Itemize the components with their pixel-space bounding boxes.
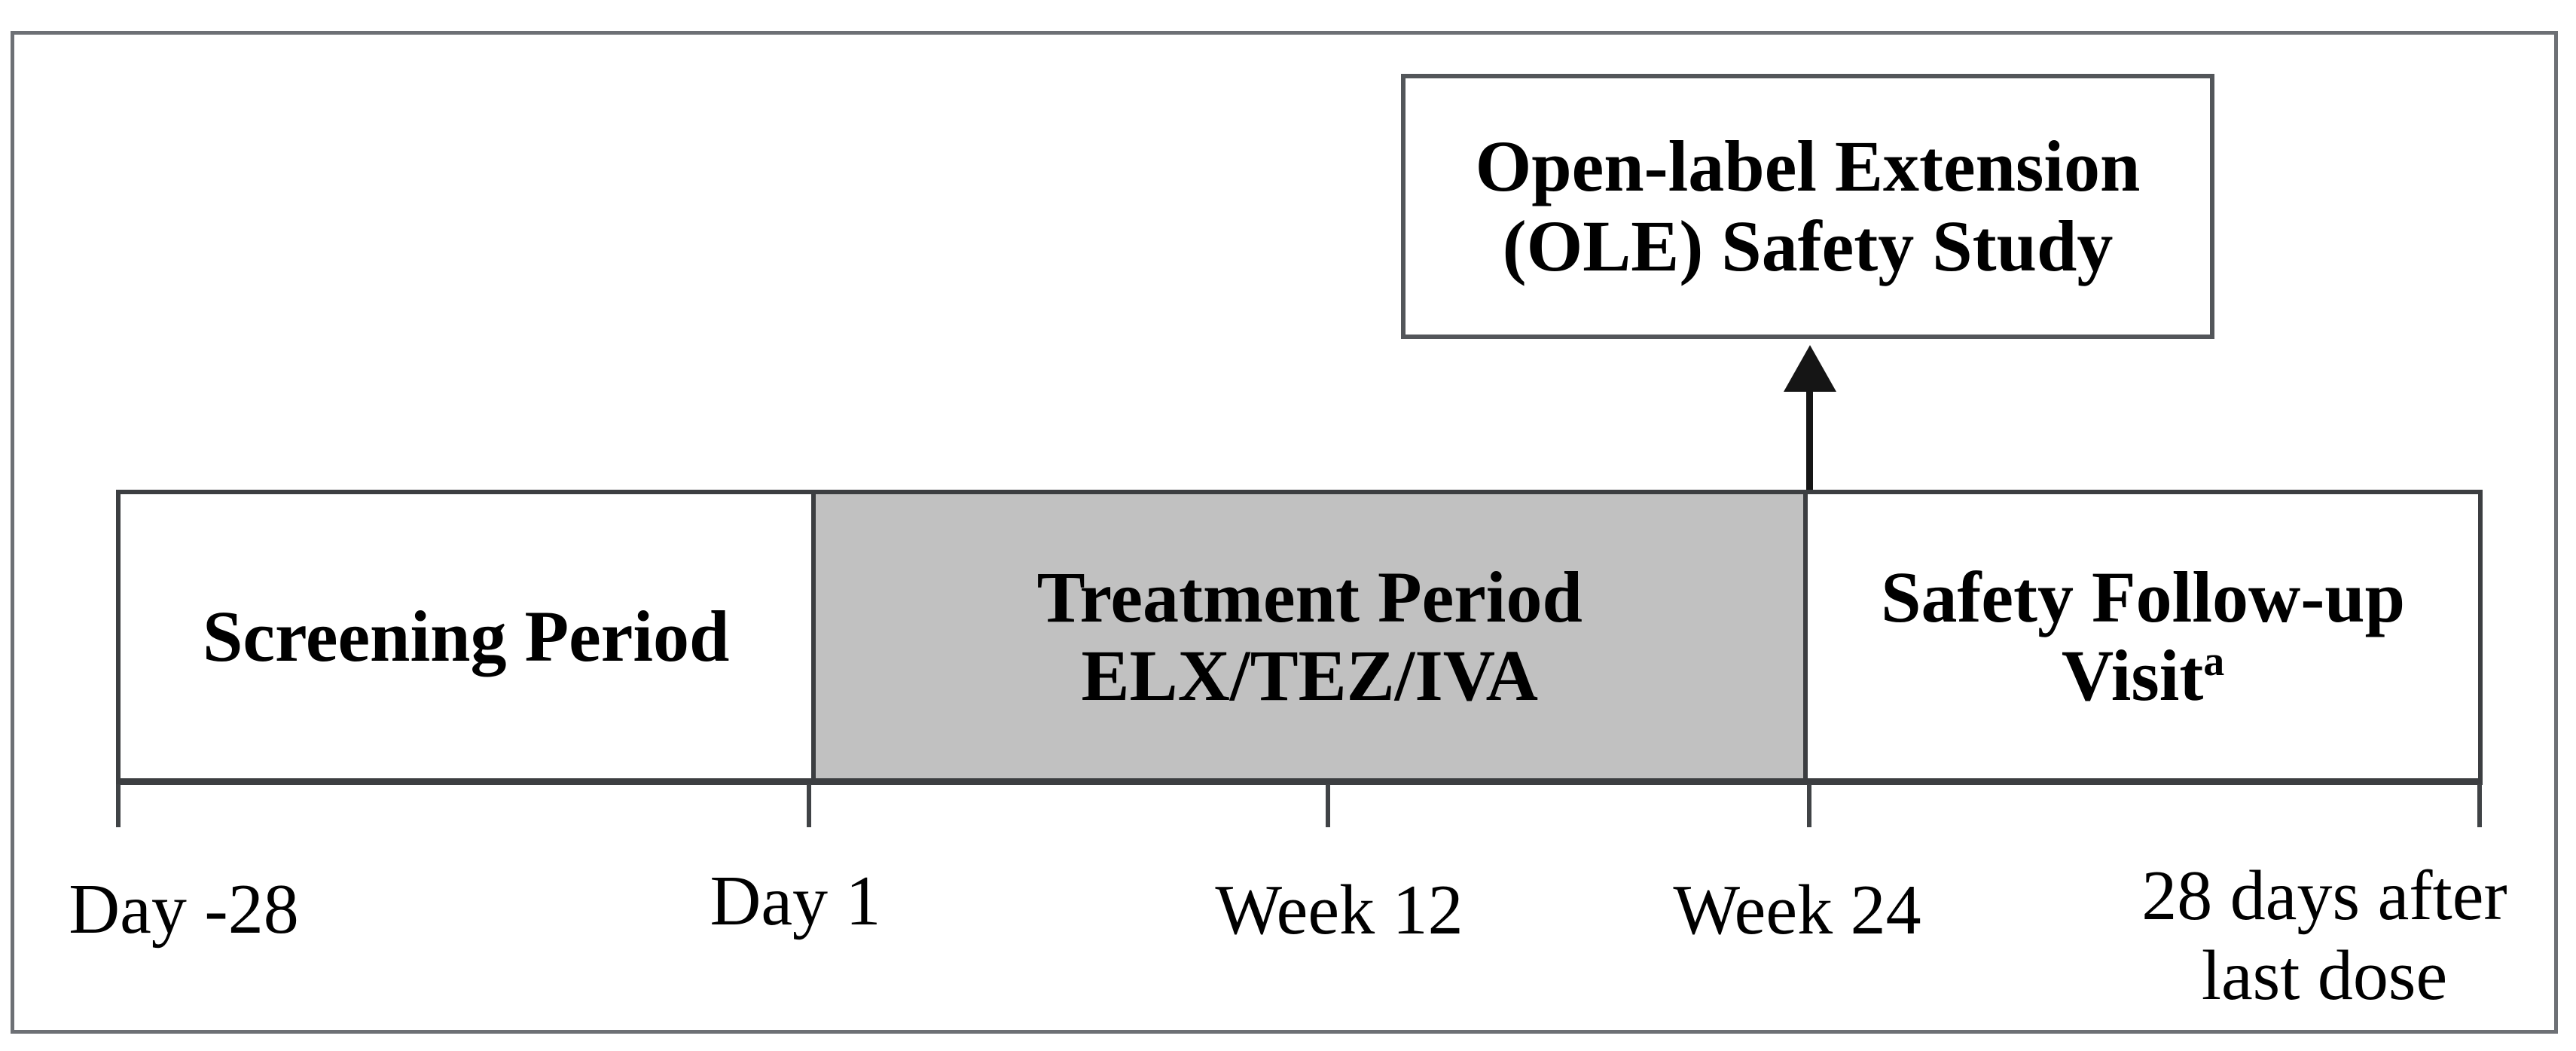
ole-extension-box: Open-label Extension (OLE) Safety Study: [1401, 74, 2214, 339]
segment-treatment-period: Treatment Period ELX/TEZ/IVA: [811, 494, 1808, 778]
safety-followup-label-line1: Safety Follow-up: [1881, 556, 2406, 637]
arrow-up-icon: [1784, 345, 1836, 392]
milestone-label-week-24: Week 24: [1673, 871, 1921, 949]
milestone-label-day-1: Day 1: [710, 862, 881, 940]
milestone-label-week-12: Week 12: [1215, 871, 1463, 949]
milestone-label-28-days-after-last-dose: 28 days after last dose: [2141, 856, 2507, 1016]
ole-box-title-line1: Open-label Extension: [1475, 126, 2141, 206]
safety-followup-visit-text: Visit: [2061, 634, 2204, 716]
screening-period-label: Screening Period: [202, 595, 730, 677]
milestone-label-28-days-line2: last dose: [2201, 936, 2448, 1015]
milestone-label-day-minus-28: Day -28: [69, 870, 299, 949]
tick-week-24: [1807, 784, 1811, 827]
tick-28-days-after-last-dose: [2477, 784, 2482, 827]
segment-screening-period: Screening Period: [121, 494, 811, 778]
safety-followup-label-line2: Visita: [2061, 634, 2225, 716]
footnote-marker-a: a: [2203, 637, 2225, 685]
tick-week-12: [1326, 784, 1330, 827]
tick-day-minus-28: [116, 784, 121, 827]
ole-box-title-line2: (OLE) Safety Study: [1502, 206, 2114, 286]
milestone-label-28-days-line1: 28 days after: [2141, 857, 2507, 935]
treatment-period-label-line2: ELX/TEZ/IVA: [1081, 634, 1538, 716]
treatment-period-label-line1: Treatment Period: [1036, 556, 1583, 637]
arrow-up-connector: [1806, 384, 1813, 491]
timeline-band: Screening Period Treatment Period ELX/TE…: [116, 490, 2483, 785]
segment-safety-followup: Safety Follow-up Visita: [1808, 494, 2478, 778]
tick-day-1: [807, 784, 811, 827]
